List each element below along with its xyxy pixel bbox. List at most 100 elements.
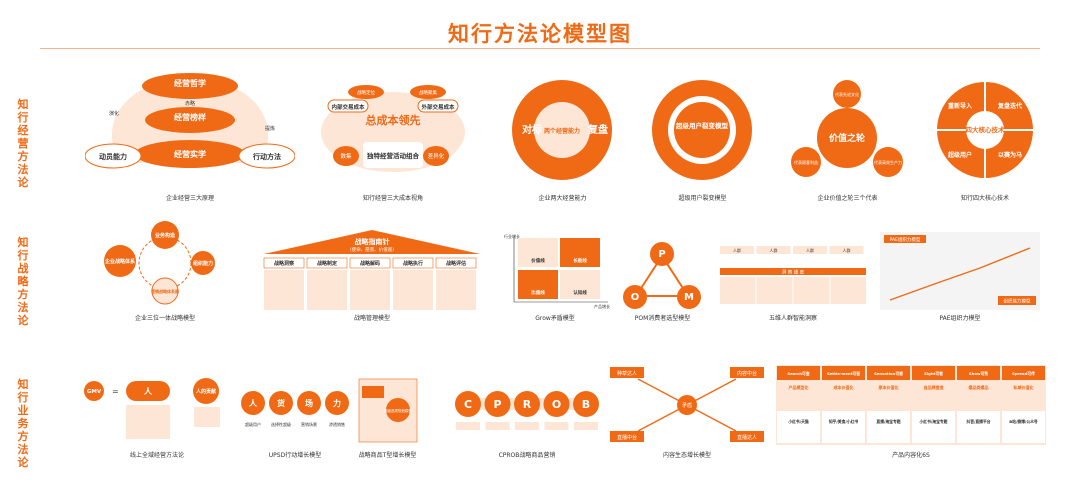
s2-col-head [306, 257, 348, 269]
b6-mid-label: 原本价值化 [878, 384, 899, 390]
b6-low [777, 411, 820, 443]
s2-col-label: 战略洞察 [274, 260, 295, 267]
m1-mid: 经营榜样 [174, 112, 206, 122]
model-business-principles: 经营哲学 经营榜样 经营实学 动员能力 行动方法 赤略 演化 提炼 [84, 68, 296, 183]
m2-b1: 数集 [340, 152, 352, 160]
s4-p: P [658, 249, 665, 260]
b3-center: 超级品项规划模型 [384, 408, 412, 413]
b2-item: 力 [333, 398, 341, 408]
b5-c: 矛盾 [682, 402, 692, 409]
s2-col-head [392, 257, 434, 269]
s6-badge: 组织能力模型 [1004, 298, 1031, 305]
m6-caption: 知行四大核心技术 [960, 195, 1009, 202]
b6-head [957, 366, 1000, 380]
s3-cell [518, 238, 558, 267]
s1-t: 业务构造 [155, 232, 176, 239]
b4-letter-circle [543, 391, 570, 417]
b4-caption: CPROB战略商品营销 [498, 452, 556, 459]
b2-item-circle [269, 391, 293, 415]
m1-caption: 企业经营三大原理 [165, 195, 214, 202]
row-label-3: 知行业务方法论 [17, 378, 29, 469]
b6-mid-label: 成本价值化 [834, 384, 854, 390]
s2-col-head [263, 257, 305, 269]
m4-center: 超级用户裂变模型 [675, 121, 729, 130]
s5-hdr-label: 人群 [843, 247, 851, 253]
s3-cell [518, 270, 558, 299]
b2-item-label: 营销场景 [301, 421, 317, 427]
b6-low-label: 知乎/美食/小红书 [828, 419, 859, 424]
b1-gmv: GMV [87, 389, 102, 395]
b6-head-label: Show可秀 [969, 371, 988, 376]
s2-col-label: 战略执行 [403, 260, 423, 267]
model-content-ecosystem: 矛盾 种草达人 内容中台 直播中台 直播达人 [608, 365, 766, 445]
b1-caption: 线上全域经营方法论 [129, 452, 184, 459]
b6-low [1002, 411, 1045, 443]
b4-letter: O [552, 398, 561, 411]
s3-caption: Grow矛盾模型 [535, 315, 575, 322]
s5-caption: 五维人群智能洞察 [768, 315, 817, 322]
model-pae: PAE组织力模型 组织能力模型 [880, 232, 1040, 310]
m2-c2: 独特经营活动组合 [367, 151, 420, 160]
model-upsd: 人超级用户货选择性超级场营销场景力渗透销售 [240, 390, 350, 432]
m3-caption: 企业两大经营能力 [538, 195, 587, 202]
s3-cell-label: 价值线 [531, 257, 545, 264]
b2-item-circle [241, 391, 265, 415]
s5-hdr-label: 人群 [733, 247, 741, 253]
model-value-wheel: 价值之轮 代表先进文化 代表顾客利益 代表高效生产力 [790, 80, 905, 185]
s2-col-label: 战略评估 [446, 260, 466, 267]
m2-tl: 内部交易成本 [331, 103, 365, 111]
b6-low-label: B站/微博/公众号 [1009, 419, 1038, 424]
model-two-capabilities: 对标 复盘 两个经营能力 [510, 78, 615, 183]
m6-q1: 重新导入 [948, 102, 972, 110]
m1-right: 行动方法 [252, 152, 281, 161]
b2-item-label: 渗透销售 [329, 421, 345, 427]
s5-band: 洞 察 维 度 [782, 269, 805, 276]
s5-hdr-cell [793, 246, 827, 254]
b4-letter: R [523, 398, 532, 411]
b6-low [912, 411, 955, 443]
b4-letter-box [485, 422, 510, 430]
b2-item: 场 [305, 398, 313, 408]
model-trinity-strategy: 业务构造 企业战略体系 组织能力 营销战略体系图 [85, 215, 245, 310]
s2-col-body [350, 270, 390, 310]
s6-title: PAE组织力模型 [890, 236, 921, 243]
s3-cell [560, 238, 600, 267]
b5-tr: 内容中台 [737, 370, 757, 377]
s3-cell-label: 比值线 [531, 289, 545, 296]
s4-m: M [684, 292, 694, 303]
s1-r: 组织能力 [193, 260, 213, 267]
s5-hdr-label: 人群 [806, 247, 814, 253]
b6-head-label: Sensation可感 [874, 371, 903, 376]
b6-caption: 产品内容化6S [892, 452, 930, 459]
b4-letter-box [456, 422, 480, 430]
s5-hdr-label: 人群 [770, 247, 778, 253]
s3-cell-label: 认知线 [573, 289, 587, 296]
b4-letter-circle [514, 391, 540, 417]
b2-caption: UPSD行动增长模型 [268, 452, 322, 459]
m1-top: 经营哲学 [174, 78, 206, 88]
s2-col-body [436, 270, 476, 310]
b4-letter-circle [455, 391, 481, 417]
s4-o: O [631, 292, 640, 303]
s1-caption: 企业三位一体战略模型 [134, 315, 195, 322]
row-label-2: 知行战略方法论 [17, 236, 29, 327]
b6-head [1002, 366, 1045, 380]
b6-low [867, 411, 910, 443]
s2-col-label: 战略解码 [360, 260, 380, 267]
s6-caption: PAE组织力模型 [939, 315, 981, 322]
b4-letter-circle [484, 391, 511, 417]
model-four-core-tech: 四大核心技术 重新导入 复盘迭代 超级用户 以赛为马 [935, 80, 1035, 180]
m1-tag3: 提炼 [265, 125, 275, 132]
s3-cell-label: 长板线 [573, 257, 587, 264]
s1-center: 企业战略体系 [104, 258, 135, 265]
b2-item-circle [297, 391, 321, 415]
b6-head-label: Search可查 [787, 371, 809, 376]
b2-item-label: 超级用户 [245, 421, 261, 427]
model-super-user-fission: 超级用户裂变模型 [650, 78, 755, 183]
b6-head [867, 366, 910, 380]
s5-hdr-cell [756, 246, 791, 254]
b6-mid-label: 爆品类爆品 [969, 384, 989, 390]
b4-letter: P [493, 398, 501, 411]
b6-head-label: Spread可传 [1012, 371, 1035, 376]
